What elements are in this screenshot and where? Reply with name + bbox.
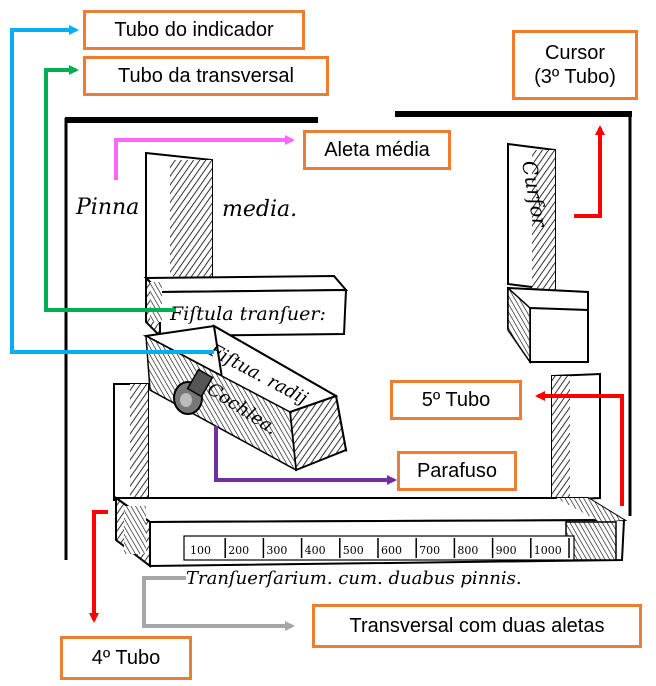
label-tubo-indicador-text: Tubo do indicador: [114, 19, 274, 41]
arrow-indicador: [10, 25, 214, 354]
scale-tick-label: 700: [419, 544, 440, 557]
transversarium-text: Tranſuerſarium. cum. duabus pinnis.: [186, 568, 522, 589]
scale-tick-label: 400: [305, 544, 326, 557]
scale-tick-label: 200: [228, 544, 249, 557]
scale-tick-label: 800: [457, 544, 478, 557]
label-cursor-line1: Cursor: [544, 42, 605, 64]
scale-tick-label: 600: [381, 544, 402, 557]
media-text: media.: [222, 197, 297, 222]
label-tubo-indicador: Tubo do indicador: [83, 10, 305, 50]
scale-ticks: 100 200 300 400 500 600 700 800 900 1000: [190, 538, 570, 558]
arrow-quinto: [535, 391, 624, 506]
scale-tick-label: 500: [343, 544, 364, 557]
label-transversal-duas-aletas-text: Transversal com duas aletas: [349, 615, 605, 637]
fifth-tube: [551, 372, 601, 502]
label-quarto-tubo: 4º Tubo: [60, 636, 192, 680]
label-tubo-transversal: Tubo da transversal: [83, 56, 329, 96]
scale-tick-label: 100: [190, 544, 211, 557]
cursor-piece: [507, 142, 589, 365]
transversal-tube: [143, 274, 349, 339]
label-quarto-tubo-text: 4º Tubo: [91, 647, 161, 669]
arrow-transversal: [44, 65, 176, 312]
scale-tick-label: 1000: [534, 544, 562, 557]
arrow-cursor: [574, 125, 605, 218]
label-cursor: Cursor (3º Tubo): [512, 30, 638, 100]
label-aleta-media-text: Aleta média: [324, 139, 430, 161]
arrow-gray: [142, 576, 295, 631]
screw: [173, 368, 214, 415]
transversal-bar: [112, 496, 628, 569]
radius-tube: [142, 324, 348, 472]
scale-tick-label: 300: [266, 544, 287, 557]
scale-tick-label: 900: [496, 544, 517, 557]
label-aleta-media: Aleta média: [303, 130, 451, 170]
label-parafuso-text: Parafuso: [416, 460, 498, 482]
label-quinto-tubo: 5º Tubo: [390, 380, 522, 420]
label-transversal-duas-aletas: Transversal com duas aletas: [312, 604, 642, 648]
arrow-quarto: [89, 510, 108, 623]
arrow-parafuso: [214, 426, 397, 485]
arrow-aleta: [114, 135, 295, 180]
label-quinto-tubo-text: 5º Tubo: [421, 389, 491, 411]
pinna-text: Pinna: [75, 195, 139, 220]
label-tubo-transversal-text: Tubo da transversal: [117, 65, 294, 87]
middle-vane: [145, 151, 213, 281]
label-cursor-line2: (3º Tubo): [534, 66, 616, 88]
fourth-tube: [113, 383, 149, 501]
fistula-text: Fiſtula tranſuer:: [169, 303, 326, 325]
label-parafuso: Parafuso: [397, 451, 517, 491]
woodcut-frame: [64, 111, 632, 560]
